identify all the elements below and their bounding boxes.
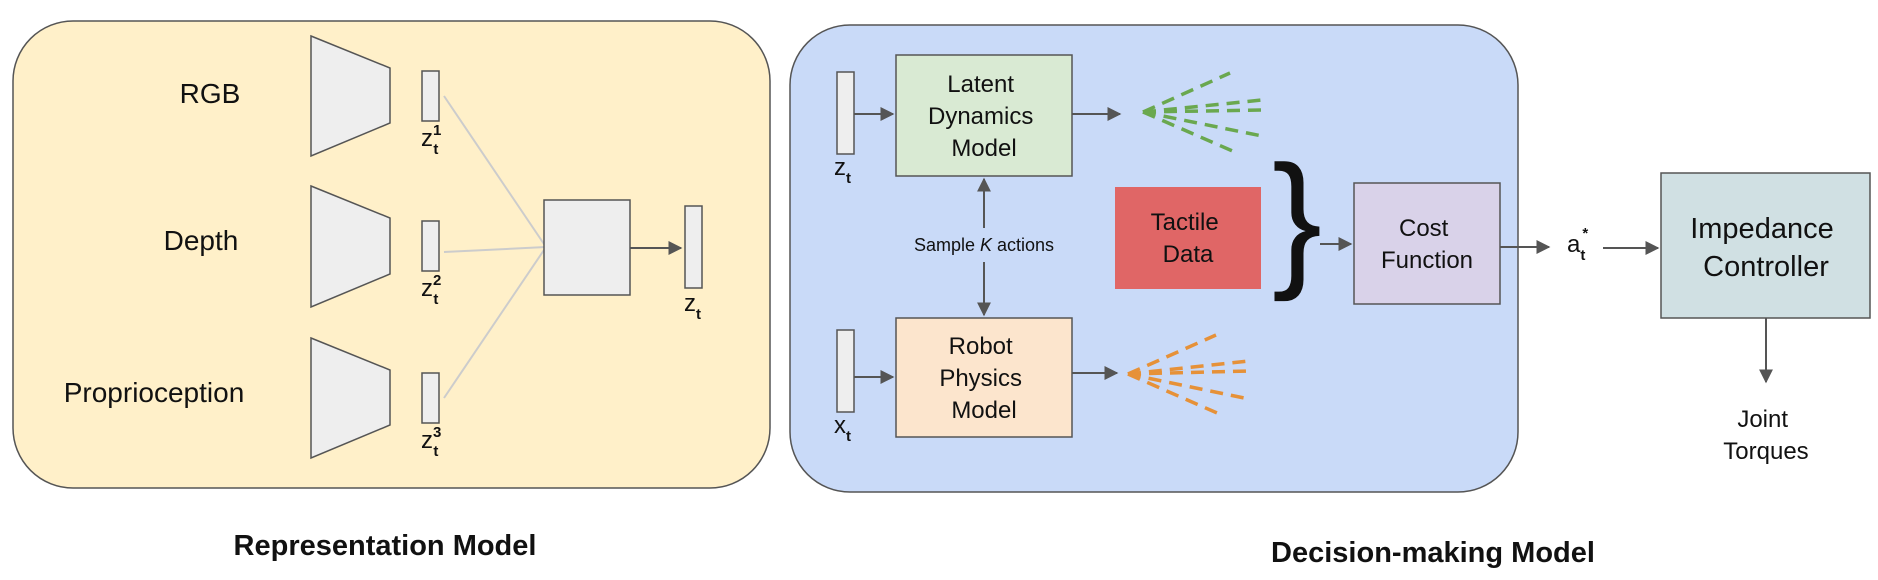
tactile-data-label: Tactile Data (1151, 209, 1226, 268)
tactile-data-box (1115, 187, 1261, 289)
robot-physics-model-box (895, 317, 1073, 438)
depth-encoder (310, 184, 391, 309)
representation-panel (12, 20, 771, 489)
fusion-line-z2 (443, 246, 547, 253)
cost-function-box (1353, 182, 1501, 305)
decision-title: Decision-making Model (1271, 537, 1595, 569)
input-label-rgb: RGB (180, 78, 241, 109)
latent-dynamics-model-box (895, 54, 1073, 177)
latent-vector-z1 (421, 70, 440, 122)
state-vector-xt (836, 329, 855, 413)
sample-actions-label: Sample K actions (914, 235, 1054, 255)
fusion-block (543, 199, 631, 296)
fusion-line-z1 (443, 95, 547, 248)
merge-brace: } (1272, 134, 1322, 302)
action-label: at* (1567, 225, 1588, 264)
fusion-line-z3 (443, 246, 547, 399)
impedance-controller-box (1660, 172, 1871, 319)
rgb-encoder (310, 34, 391, 158)
latent-label-zt-output: zt (684, 290, 701, 323)
input-label-proprioception: Proprioception (64, 377, 245, 408)
decision-zt-label: zt (834, 154, 851, 187)
latent-vector-z3 (421, 372, 440, 424)
latent-vector-zt-input (836, 71, 855, 155)
latent-vector-z2 (421, 220, 440, 272)
decision-xt-label: xt (834, 412, 851, 445)
input-label-depth: Depth (164, 225, 239, 256)
representation-title: Representation Model (234, 530, 537, 562)
latent-dynamics-model-label: Latent Dynamics Model (928, 71, 1040, 162)
joint-torques-label: Joint Torques (1723, 406, 1808, 465)
impedance-controller-label: Impedance Controller (1690, 213, 1842, 283)
sample-actions-label-bg (894, 228, 1072, 262)
orange-trajectory-rays (1127, 333, 1250, 418)
latent-vector-zt-output (684, 205, 703, 289)
proprioception-encoder (310, 336, 391, 460)
cost-function-label: Cost Function (1381, 215, 1473, 274)
robot-physics-model-label: Robot Physics Model (939, 333, 1028, 424)
green-trajectory-rays (1142, 71, 1263, 155)
